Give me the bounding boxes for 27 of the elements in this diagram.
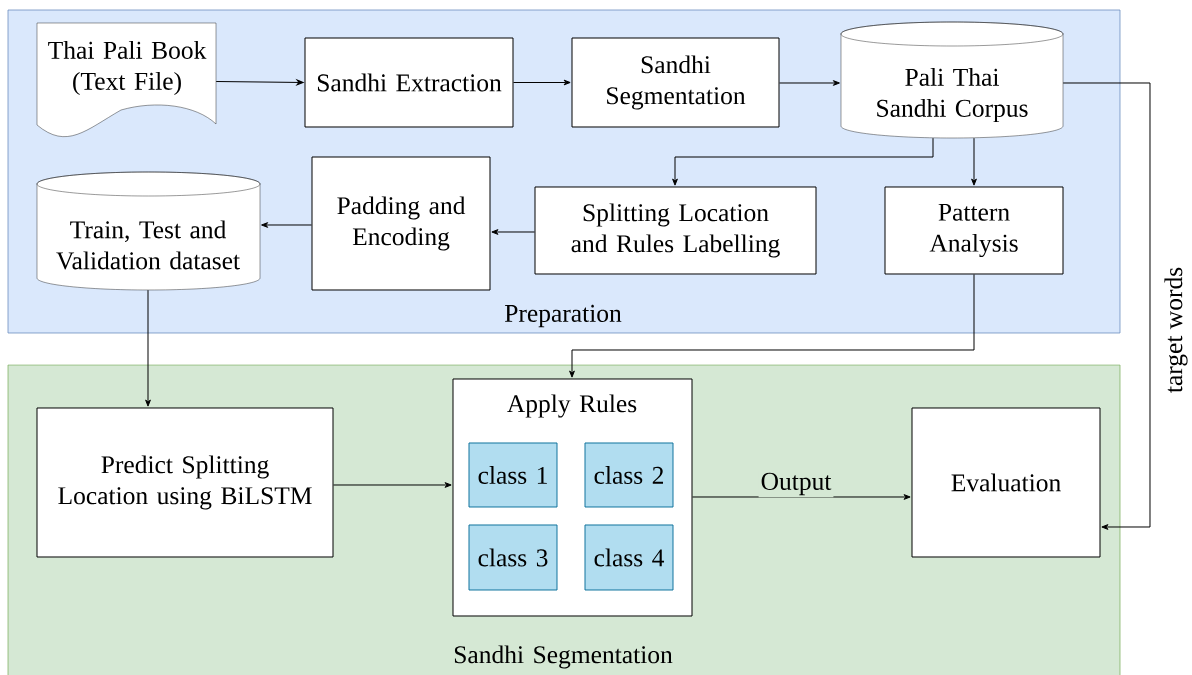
arrow: [569, 274, 975, 378]
arrow: [779, 80, 840, 86]
database-cylinder: Pali Thai Sandhi Corpus: [840, 21, 1064, 139]
database-cylinder: Train, Test and Validation dataset: [36, 171, 261, 291]
arrow: [672, 137, 934, 186]
process-box: class 1: [468, 442, 558, 508]
arrow: [333, 482, 452, 488]
edge-label: target words: [1162, 264, 1190, 396]
process-box: class 4: [584, 524, 674, 591]
arrow: [491, 229, 535, 235]
arrow: [215, 79, 304, 86]
process-box: class 2: [584, 442, 674, 508]
process-box: Padding and Encoding: [311, 156, 491, 291]
process-box: Predict Splitting Location using BiLSTM: [36, 407, 334, 558]
arrow: [1062, 82, 1151, 530]
process-box: class 3: [468, 524, 558, 591]
arrow: [692, 494, 911, 500]
process-box: Sandhi Extraction: [304, 37, 514, 128]
arrow: [971, 137, 977, 186]
process-box: Sandhi Segmentation: [571, 37, 780, 128]
edge-label: Output: [758, 470, 834, 498]
process-box: Pattern Analysis: [884, 186, 1064, 275]
arrow: [513, 79, 571, 86]
process-box: Splitting Location and Rules Labelling: [534, 186, 817, 275]
arrow: [261, 222, 312, 228]
arrow: [145, 289, 151, 407]
process-box: Evaluation: [911, 407, 1101, 558]
